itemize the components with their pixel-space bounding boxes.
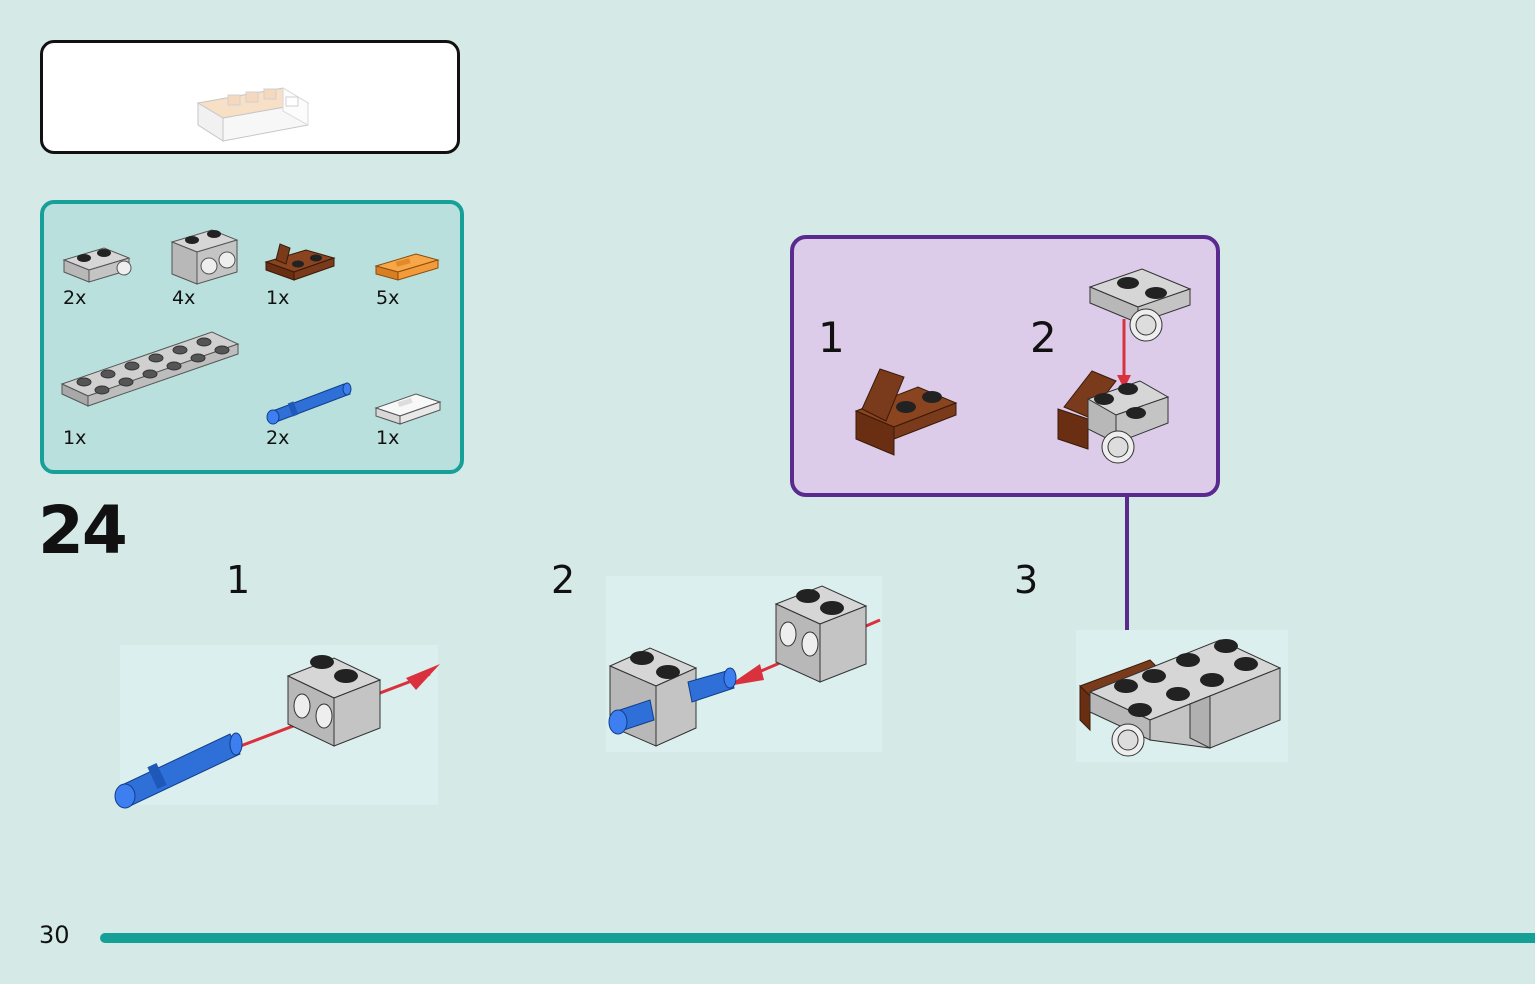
sub-gray-brick-top xyxy=(1088,268,1192,342)
sub-assembly-images xyxy=(854,268,1192,464)
sub-assembly-step-2: 2 xyxy=(1030,313,1057,362)
part-orange-tile xyxy=(374,253,440,281)
part-gray-plate xyxy=(60,331,240,407)
footer-bar xyxy=(100,933,1535,943)
part-blue-pin xyxy=(266,382,352,425)
part-white-tile xyxy=(374,393,442,425)
parts-list-box: 2x 4x 1x 5x 1x 2x 1x xyxy=(40,200,464,474)
page-number: 30 xyxy=(39,921,70,949)
substep-1-image xyxy=(114,655,440,809)
part-qty-6: 2x xyxy=(266,427,290,449)
substep-3-number: 3 xyxy=(1014,558,1039,602)
submodel-preview-box xyxy=(40,40,460,154)
part-gray-brick-pinhole xyxy=(62,247,132,283)
step-number: 24 xyxy=(38,492,128,569)
substep-2-image xyxy=(608,585,881,747)
substep-2-number: 2 xyxy=(551,558,576,602)
sub-combined xyxy=(1057,370,1170,464)
sub-assembly-callout: 1 2 xyxy=(790,235,1220,497)
submodel-preview-image xyxy=(196,87,310,142)
part-qty-4: 5x xyxy=(376,287,400,309)
part-qty-7: 1x xyxy=(376,427,400,449)
part-qty-1: 2x xyxy=(63,287,87,309)
part-qty-5: 1x xyxy=(63,427,87,449)
substep-1-number: 1 xyxy=(226,558,251,602)
part-qty-3: 1x xyxy=(266,287,290,309)
sub-brown-bracket xyxy=(854,368,958,456)
part-gray-brick-holes xyxy=(170,229,239,285)
sub-assembly-step-1: 1 xyxy=(818,313,845,362)
substep-3-image xyxy=(1079,639,1282,757)
parts-list-images xyxy=(60,229,442,425)
part-brown-bracket xyxy=(264,243,336,281)
part-qty-2: 4x xyxy=(172,287,196,309)
